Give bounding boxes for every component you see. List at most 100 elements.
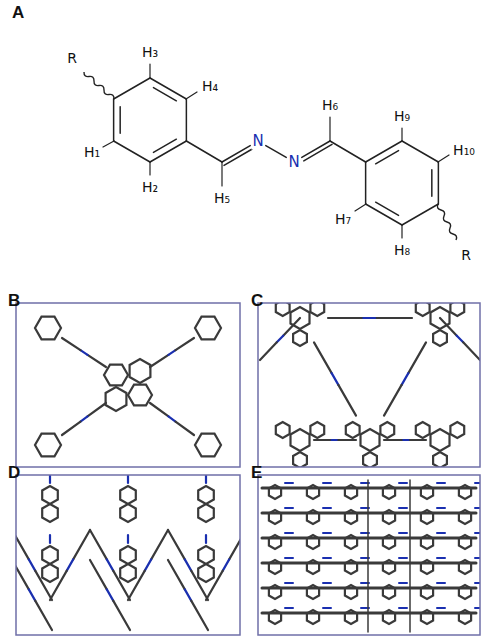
stick [128,571,145,600]
stick [35,601,52,630]
atom-label: R [66,50,78,66]
stick [168,416,175,421]
ring [380,422,394,438]
stick [205,535,207,543]
bond-line [149,64,150,78]
ring [130,359,151,383]
ring [383,535,395,549]
bond-line [149,162,150,175]
ring [421,585,433,599]
stick [168,560,185,589]
stick [399,482,407,484]
wavy-bond [437,204,456,240]
ring [198,546,214,564]
crystal-view [260,303,480,467]
stick [90,560,107,589]
ring [198,486,214,504]
stick [150,355,168,367]
atom-label: H₁₀ [452,142,476,158]
stick [80,416,87,421]
ring [345,510,357,524]
stick [277,336,283,343]
ring [35,434,61,457]
stick [283,318,300,336]
stick [384,385,402,416]
ring [383,610,395,624]
ring [293,452,307,467]
stick [437,557,445,559]
ring [345,485,357,499]
ring [345,585,357,599]
ring [433,330,447,346]
bond-line [330,141,366,162]
ring [383,485,395,499]
bond-line [329,117,330,141]
stick [440,318,457,336]
ring [383,560,395,574]
ring [307,585,319,599]
bond-line [186,141,222,162]
ring [198,564,214,582]
ring [307,560,319,574]
stick [408,342,426,373]
ring [416,303,430,316]
ring [128,385,152,406]
stick [88,403,106,416]
stick [409,480,411,632]
ring [104,365,128,386]
stick [16,560,29,589]
wavy-bond [84,72,114,99]
stick [168,350,175,355]
stick [332,373,339,385]
stick [363,317,376,319]
stick [205,475,207,483]
ring-bond [376,202,399,215]
ring [269,485,281,499]
ring [269,510,281,524]
stick [314,439,332,441]
stick [191,571,208,600]
stick [29,589,35,600]
panel-letter: B [8,292,20,309]
ring [120,546,136,564]
atom-label: H₇ [334,211,352,227]
ring [120,564,136,582]
ring [363,452,377,467]
stick [262,562,476,565]
bond-line [224,149,252,165]
stick [107,589,113,600]
stick [49,535,51,543]
ring-bond [431,170,433,196]
stick [399,532,407,534]
ring [433,452,447,467]
stick [262,537,476,540]
bond-line [355,204,366,211]
stick [323,557,331,559]
ring [307,535,319,549]
stick [151,530,168,559]
ring [269,585,281,599]
ring [450,422,464,438]
panel-frame [258,475,480,635]
ring-bond [114,141,150,162]
ring [42,504,58,522]
atom-label: H₄ [201,78,219,94]
ring [459,585,471,599]
stick [437,607,445,609]
ring [120,504,136,522]
bond-line [401,128,402,141]
ring [459,560,471,574]
ring [345,560,357,574]
ring-bond [114,78,150,99]
bond-line [302,141,330,157]
stick [176,422,194,435]
stick [437,482,445,484]
ring [459,610,471,624]
stick [223,559,229,570]
stick [229,530,240,559]
atom-label: H₁ [83,144,101,160]
ring [459,485,471,499]
ring-bond [402,141,438,162]
ring [293,330,307,346]
ring [269,535,281,549]
